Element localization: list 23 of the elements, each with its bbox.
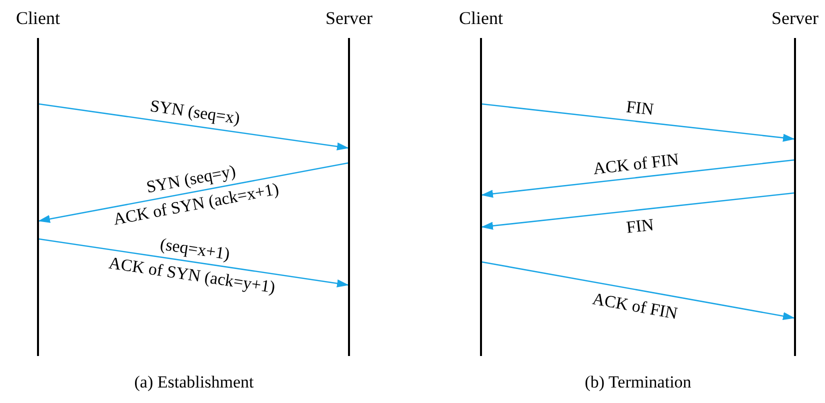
edge-label: FIN (625, 216, 654, 236)
participant-label: Client (16, 9, 60, 27)
arrow (481, 159, 794, 198)
edge-label: FIN (624, 98, 654, 118)
arrow (38, 238, 349, 288)
caption: (a) Establishment (134, 374, 254, 390)
arrow (38, 103, 349, 150)
arrow (481, 192, 794, 230)
edge-label: ACK of FIN (592, 150, 680, 177)
edge-label: (seq=x+1) (159, 236, 232, 263)
lifeline (37, 38, 39, 356)
participant-label: Server (326, 9, 372, 27)
edge-label: ACK of FIN (591, 290, 679, 322)
caption: (b) Termination (584, 374, 692, 390)
participant-label: Server (772, 9, 818, 27)
edge-label: SYN (seq=x) (150, 97, 242, 127)
arrow (38, 162, 348, 223)
lifeline (348, 38, 350, 356)
lifeline (480, 38, 482, 356)
arrow (482, 103, 795, 142)
participant-label: Client (459, 9, 503, 27)
arrow (482, 261, 795, 320)
lifeline (794, 38, 796, 356)
